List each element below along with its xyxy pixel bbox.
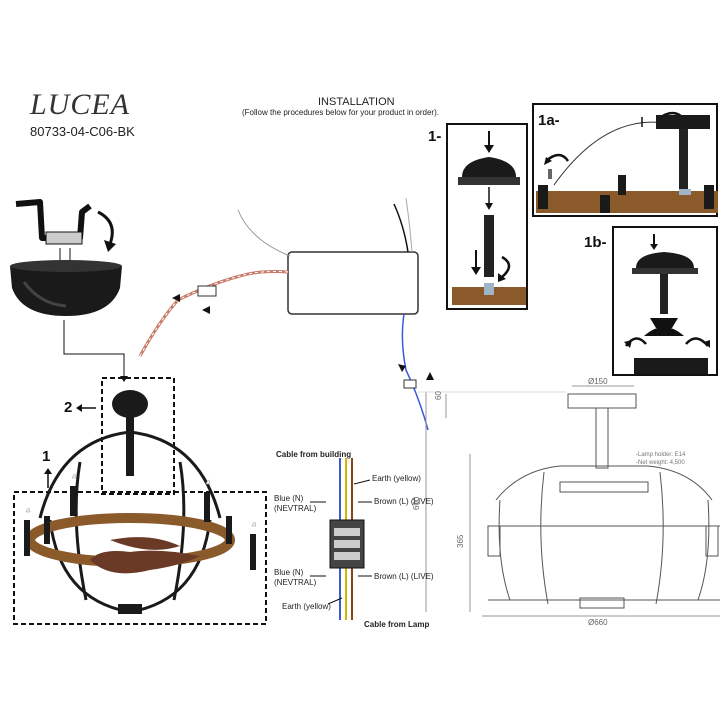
step1b-panel xyxy=(612,226,718,376)
step1-illustration xyxy=(452,131,526,305)
step1-label: 1- xyxy=(428,128,442,145)
step1a-panel xyxy=(532,103,718,217)
dim-canopy-height: 60 xyxy=(434,391,443,400)
installation-title: INSTALLATION xyxy=(318,96,395,108)
label-cable-lamp: Cable from Lamp xyxy=(364,620,430,629)
brand-title: LUCEA xyxy=(30,88,131,121)
label-blue-bot-1: Blue (N) xyxy=(274,568,304,577)
mounting-bracket xyxy=(15,199,116,262)
step1b-label: 1b- xyxy=(584,234,607,251)
dim-width: Ø660 xyxy=(588,618,608,627)
step1b-illustration xyxy=(624,234,710,374)
note-net-weight: -Net weight: 4,500 xyxy=(636,460,685,466)
label-blue-bot-2: (NEVTRAL) xyxy=(274,578,317,587)
label-blue-top-1: Blue (N) xyxy=(274,494,304,503)
note-lamp-holder: -Lamp holder: E14 xyxy=(636,452,686,458)
label-brown-bot: Brown (L) (LIVE) xyxy=(374,572,434,581)
driver-box xyxy=(138,197,434,431)
canopy-dome xyxy=(10,260,122,316)
step1a-illustration xyxy=(536,111,718,213)
label-earth-top: Earth (yellow) xyxy=(372,474,421,483)
label-blue-top-2: (NEVTRAL) xyxy=(274,504,317,513)
dim-cage-height: 365 xyxy=(456,534,465,548)
wiring-terminal xyxy=(310,458,372,620)
step2-dashed-box xyxy=(101,377,175,495)
technical-drawing xyxy=(418,385,720,617)
installation-subtitle: (Follow the procedures below for your pr… xyxy=(242,108,439,117)
label-cable-building: Cable from building xyxy=(276,450,352,459)
step1a-label: 1a- xyxy=(538,112,560,129)
step2-number: 2 xyxy=(64,399,73,416)
label-brown-top: Brown (L) (LIVE) xyxy=(374,497,434,506)
dim-top-diameter: Ø150 xyxy=(588,377,608,386)
fan-chandelier xyxy=(24,390,257,614)
model-number: 80733-04-C06-BK xyxy=(30,124,135,139)
dim-total-height: 600 xyxy=(412,496,421,510)
step1-panel xyxy=(446,123,528,310)
step1-number: 1 xyxy=(42,448,51,465)
label-earth-bot: Earth (yellow) xyxy=(282,602,331,611)
